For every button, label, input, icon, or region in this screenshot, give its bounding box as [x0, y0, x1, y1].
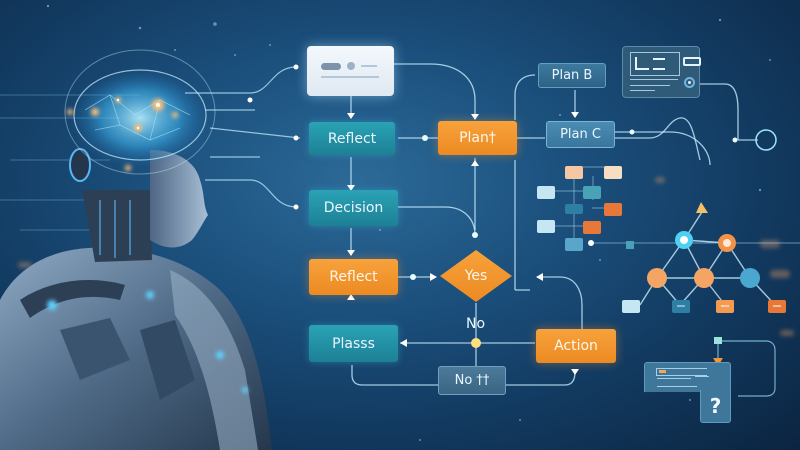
highlight-bar: [656, 368, 707, 376]
text-line: [657, 378, 691, 379]
node-plasss[interactable]: Plasss: [309, 325, 398, 362]
toggle-icon: [683, 57, 701, 66]
pill-icon: [321, 63, 341, 70]
dot-icon: [347, 62, 355, 70]
node-yes-decision[interactable]: Yes: [440, 250, 512, 302]
node-plan-plus[interactable]: Plan†: [438, 121, 517, 155]
node-no-plus[interactable]: No ††: [438, 366, 506, 395]
text-line: [630, 85, 670, 86]
network-graph: [622, 202, 786, 313]
bokeh-dots: [46, 4, 771, 441]
node-plan-c[interactable]: Plan C: [546, 121, 615, 148]
dashboard-card: [622, 46, 701, 98]
text-line: [321, 76, 379, 78]
node-decision[interactable]: Decision: [309, 190, 398, 226]
endpoint-circle: [755, 129, 777, 151]
yes-label: Yes: [464, 268, 488, 284]
node-action[interactable]: Action: [536, 329, 616, 363]
node-reflect-top[interactable]: Reflect: [309, 122, 395, 155]
question-mark-icon: ?: [709, 394, 722, 418]
text-line: [630, 90, 655, 91]
text-line: [630, 79, 678, 80]
flowchart-connectors: [350, 63, 758, 386]
no-label: No: [466, 316, 486, 332]
ui-mock-card: [307, 46, 394, 96]
connector-dots: [247, 64, 299, 210]
record-icon: [684, 77, 695, 88]
node-plan-b[interactable]: Plan B: [538, 63, 606, 88]
text-line: [657, 386, 697, 387]
mini-blocks: [537, 166, 634, 251]
junction-dot: [471, 338, 481, 348]
bars-icon: [653, 58, 665, 70]
layout-icon: [630, 52, 680, 76]
question-card: [644, 362, 731, 392]
question-card-tab[interactable]: ?: [700, 390, 731, 423]
text-line: [695, 376, 709, 377]
mini-block-diagram: [547, 166, 800, 247]
chart-corner-icon: [635, 57, 649, 70]
connector-node: [714, 337, 722, 344]
node-glow: [410, 129, 738, 280]
robot-figure: [0, 49, 272, 450]
node-reflect-bottom[interactable]: Reflect: [309, 259, 398, 295]
text-line: [361, 65, 377, 67]
brain-connectors: [185, 66, 301, 208]
